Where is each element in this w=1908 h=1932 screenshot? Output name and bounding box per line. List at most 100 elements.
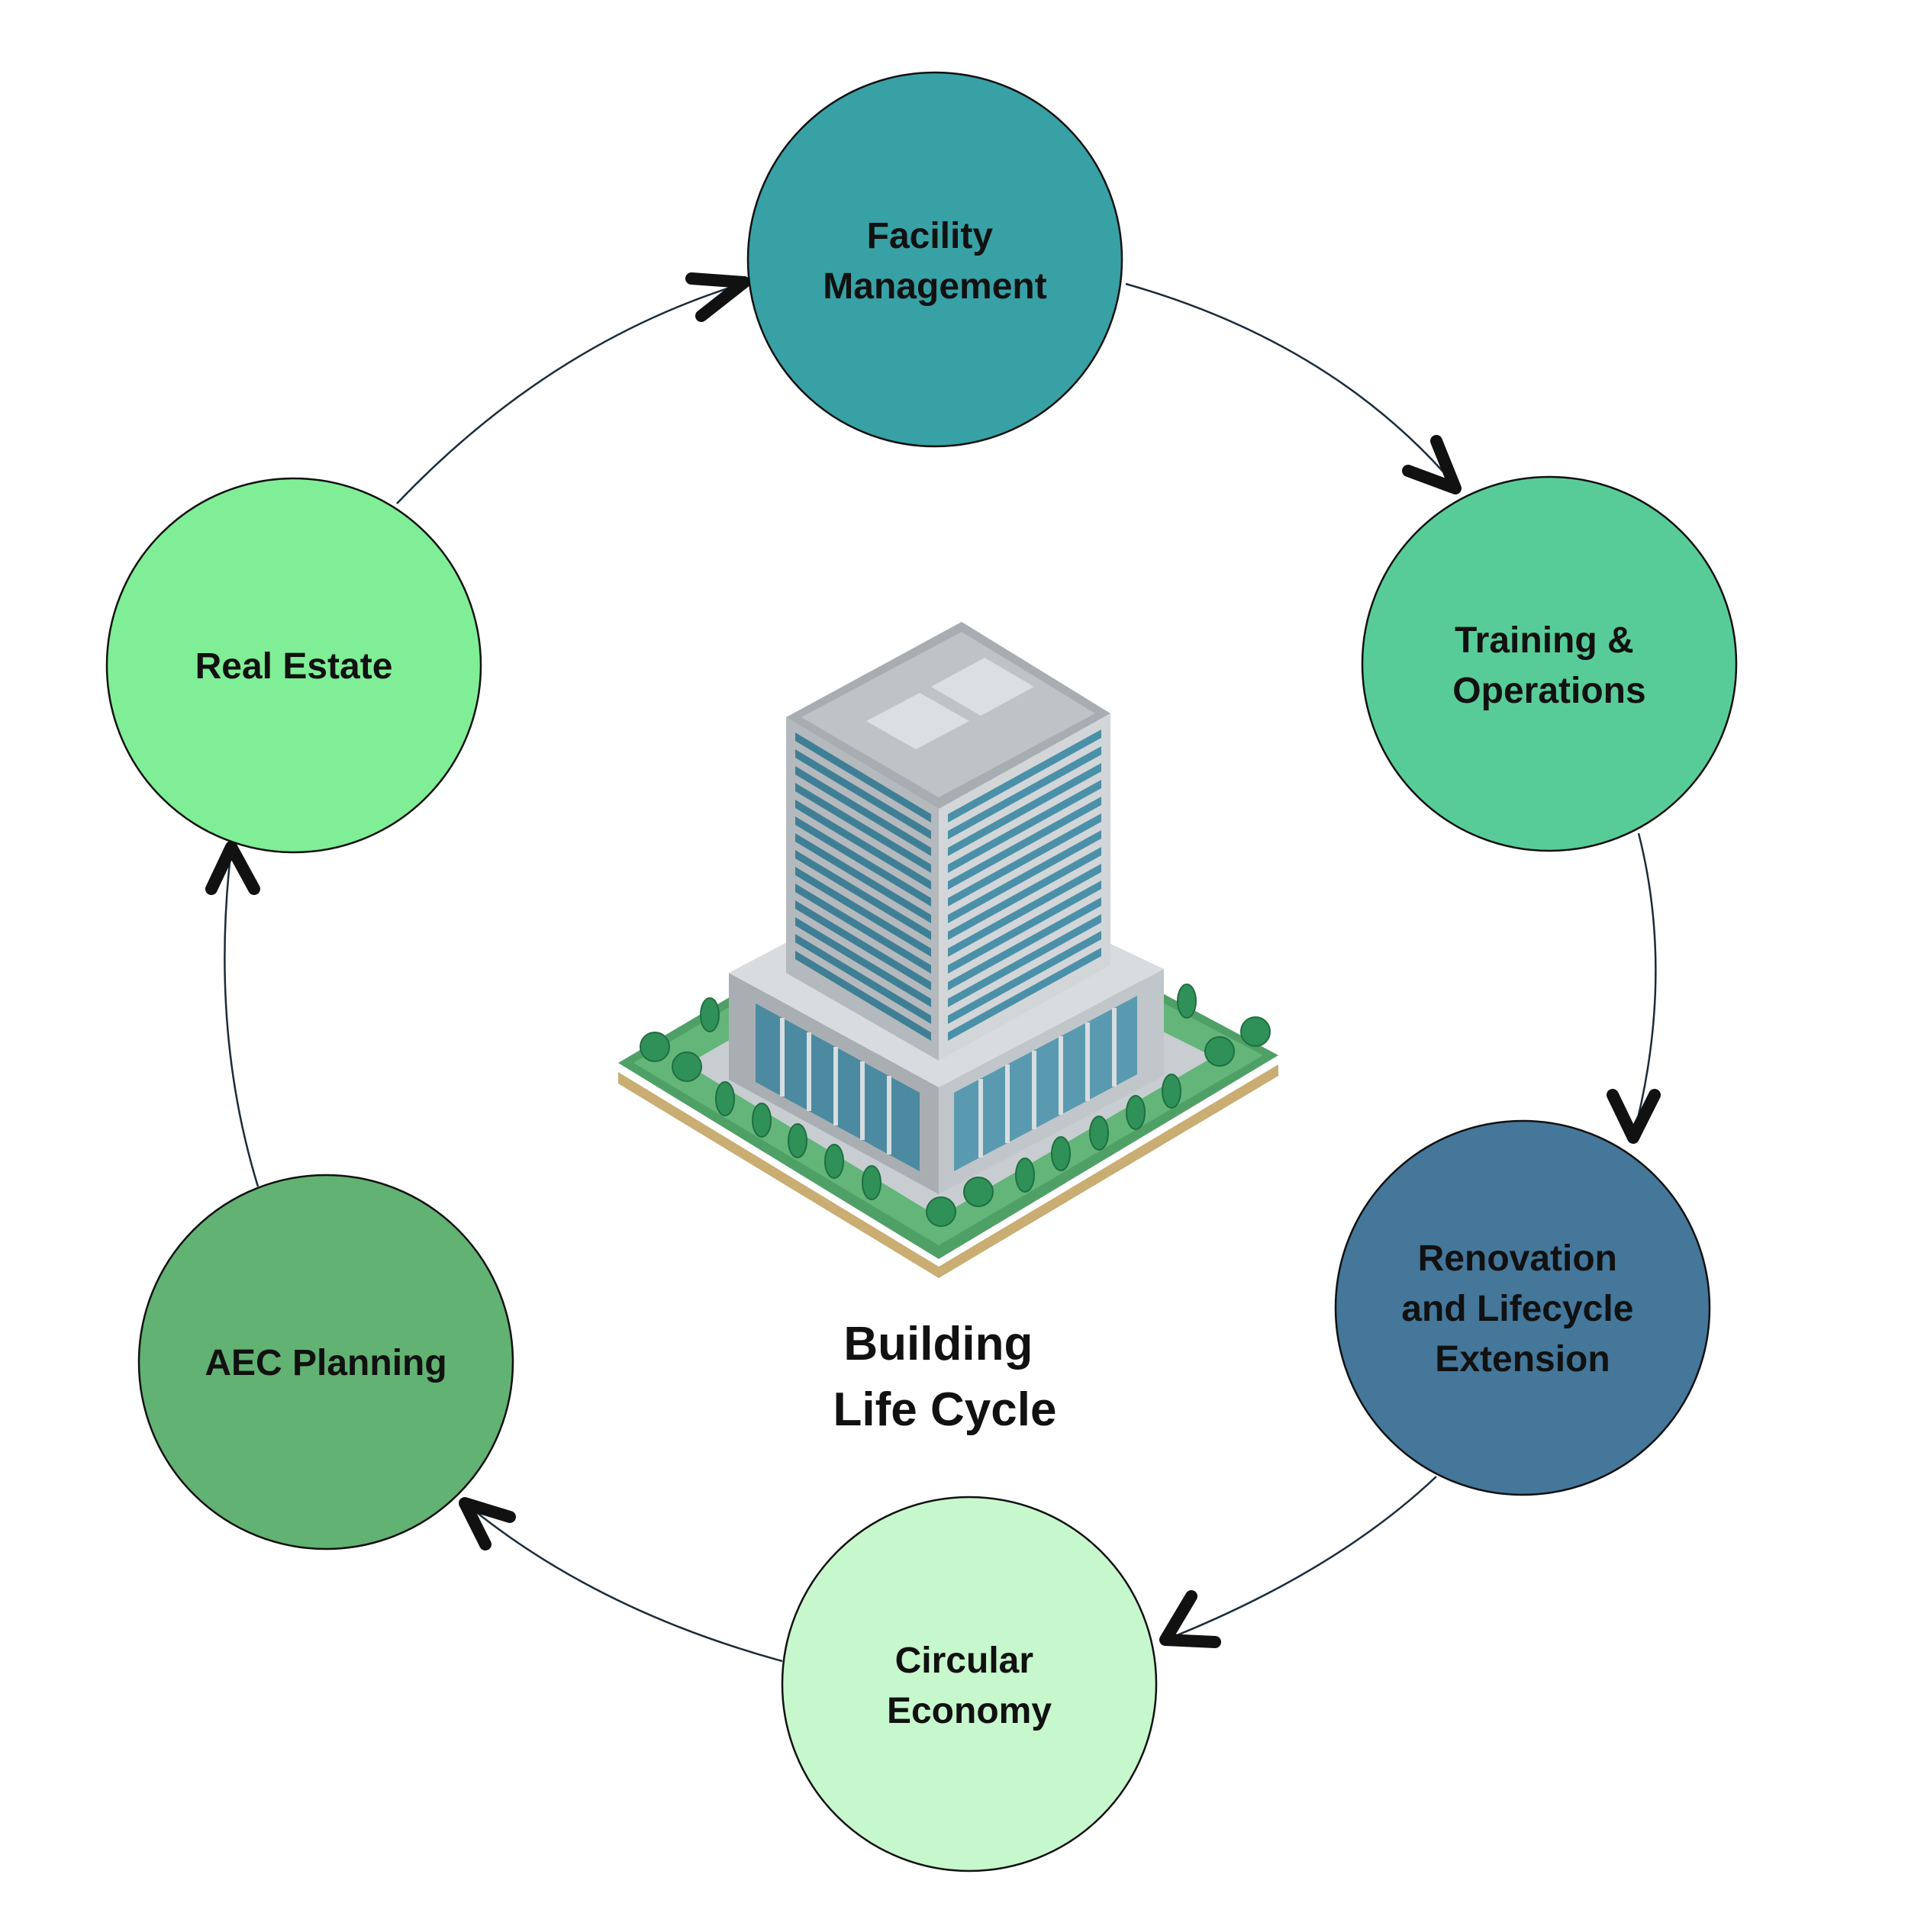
tower-window-band-right: [948, 864, 1101, 957]
tower-window-band-right: [948, 780, 1101, 873]
tree-icon: [1051, 1136, 1071, 1171]
tower-window-band-right: [948, 931, 1101, 1024]
tower-window-band-left: [795, 934, 931, 1024]
tower-window-band-right: [948, 729, 1101, 823]
stage-label-line: Circular: [895, 1641, 1033, 1681]
stage-label-line: and Lifecycle: [1401, 1289, 1633, 1329]
center-title-line: Life Cycle: [833, 1383, 1057, 1436]
tower-window-band-right: [948, 881, 1101, 974]
stage-label-line: AEC Planning: [205, 1343, 446, 1383]
center-title-line: Building: [843, 1318, 1033, 1370]
tower-window-band-right: [948, 948, 1101, 1041]
stage-node-training-operations: Training & Operations: [1361, 475, 1738, 852]
tower-window-band-right: [948, 746, 1101, 839]
arrowhead-into-renovation-icon: [1607, 1089, 1661, 1144]
tower-window-band-right: [948, 813, 1101, 906]
stage-label-line: Facility: [867, 216, 994, 256]
podium-mullions: [780, 1008, 1117, 1158]
tower-window-band-left: [795, 749, 931, 839]
stage-label: Circular Economy: [887, 1641, 1052, 1731]
tree-icon: [1240, 1016, 1271, 1047]
tower-window-band-left: [795, 816, 931, 906]
tower-window-band-left: [795, 800, 931, 890]
stage-circle: [137, 1174, 514, 1550]
tree-icon: [1015, 1158, 1035, 1193]
building-illustration: [618, 622, 1278, 1278]
tower-window-band-left: [795, 833, 931, 923]
tree-icon: [640, 1032, 670, 1062]
stage-circle: [781, 1496, 1158, 1872]
roof-unit-1: [866, 693, 969, 749]
stage-label: Real Estate: [195, 646, 393, 687]
connector-circular-to-aec: [466, 1504, 783, 1663]
stage-label: AEC Planning: [205, 1343, 446, 1383]
arrowhead-into-facility-icon: [685, 272, 750, 322]
arrowhead-into-circular-icon: [1159, 1590, 1221, 1648]
tree-icon: [824, 1144, 844, 1179]
tree-row: [640, 984, 1271, 1227]
tree-icon: [1204, 1036, 1235, 1067]
podium-right-glass: [954, 996, 1137, 1171]
stage-circle: [105, 477, 482, 854]
tower-window-band-left: [795, 917, 931, 1007]
tower-window-band-right: [948, 763, 1101, 856]
stage-label-line: Operations: [1452, 671, 1645, 711]
stage-label-line: Extension: [1435, 1339, 1610, 1380]
arrowhead-into-training-icon: [1402, 435, 1462, 494]
tree-icon: [1177, 984, 1197, 1019]
tower-window-band-right: [948, 847, 1101, 940]
stage-label-line: Renovation: [1418, 1238, 1617, 1279]
tower-window-band-right: [948, 897, 1101, 990]
arrowhead-layer: [205, 272, 1661, 1648]
tower-window-band-left: [795, 766, 931, 856]
tower-window-band-right: [948, 797, 1101, 890]
tree-icon: [700, 997, 720, 1032]
tower-window-band-left: [795, 783, 931, 873]
tree-icon: [963, 1177, 994, 1207]
stage-label-line: Management: [823, 266, 1046, 307]
tower-window-band-left: [795, 951, 931, 1041]
tower-window-band-left: [795, 900, 931, 990]
tree-icon: [715, 1081, 735, 1116]
stage-circle: [1334, 1119, 1711, 1496]
stage-circle: [746, 71, 1123, 448]
tower-window-band-left: [795, 867, 931, 957]
tower-window-band-right: [948, 830, 1101, 923]
stage-node-renovation-lifecycle-extension: Renovation and Lifecycle Extension: [1334, 1119, 1711, 1496]
tree-icon: [1162, 1074, 1181, 1109]
stage-node-layer: Facility Management Training & Operation…: [105, 71, 1738, 1872]
center-title: Building Life Cycle: [833, 1318, 1057, 1436]
connector-layer: [224, 282, 1657, 1663]
tower-window-bands: [795, 729, 1101, 1041]
connector-renovation-to-circular: [1167, 1476, 1437, 1641]
connector-facility-to-training: [1125, 282, 1458, 489]
roof-unit-2: [931, 658, 1034, 716]
stage-label: Renovation and Lifecycle Extension: [1401, 1238, 1643, 1380]
tree-icon: [926, 1196, 956, 1227]
tower-window-band-left: [795, 884, 931, 974]
tower-window-band-left: [795, 850, 931, 940]
connector-training-to-renovation: [1632, 832, 1657, 1138]
stage-label-line: Real Estate: [195, 646, 393, 687]
stage-circle: [1361, 475, 1738, 852]
stage-label-line: Economy: [887, 1691, 1052, 1731]
stage-node-circular-economy: Circular Economy: [781, 1496, 1158, 1872]
tree-icon: [672, 1051, 702, 1082]
tower-window-band-right: [948, 914, 1101, 1007]
stage-label: Facility Management: [823, 216, 1046, 307]
stage-node-facility-management: Facility Management: [746, 71, 1123, 448]
tree-icon: [1089, 1116, 1109, 1151]
tree-icon: [862, 1165, 881, 1200]
arrowhead-into-aec-icon: [459, 1497, 516, 1550]
stage-label: Training & Operations: [1452, 620, 1645, 711]
tree-icon: [788, 1123, 807, 1158]
tower-window-band-left: [795, 733, 931, 823]
stage-node-real-estate: Real Estate: [105, 477, 482, 854]
connector-aec-to-realestate: [224, 848, 259, 1187]
stage-label-line: Training &: [1455, 620, 1634, 661]
stage-node-aec-planning: AEC Planning: [137, 1174, 514, 1550]
tree-icon: [1126, 1095, 1146, 1130]
connector-realestate-to-facility: [396, 282, 743, 504]
